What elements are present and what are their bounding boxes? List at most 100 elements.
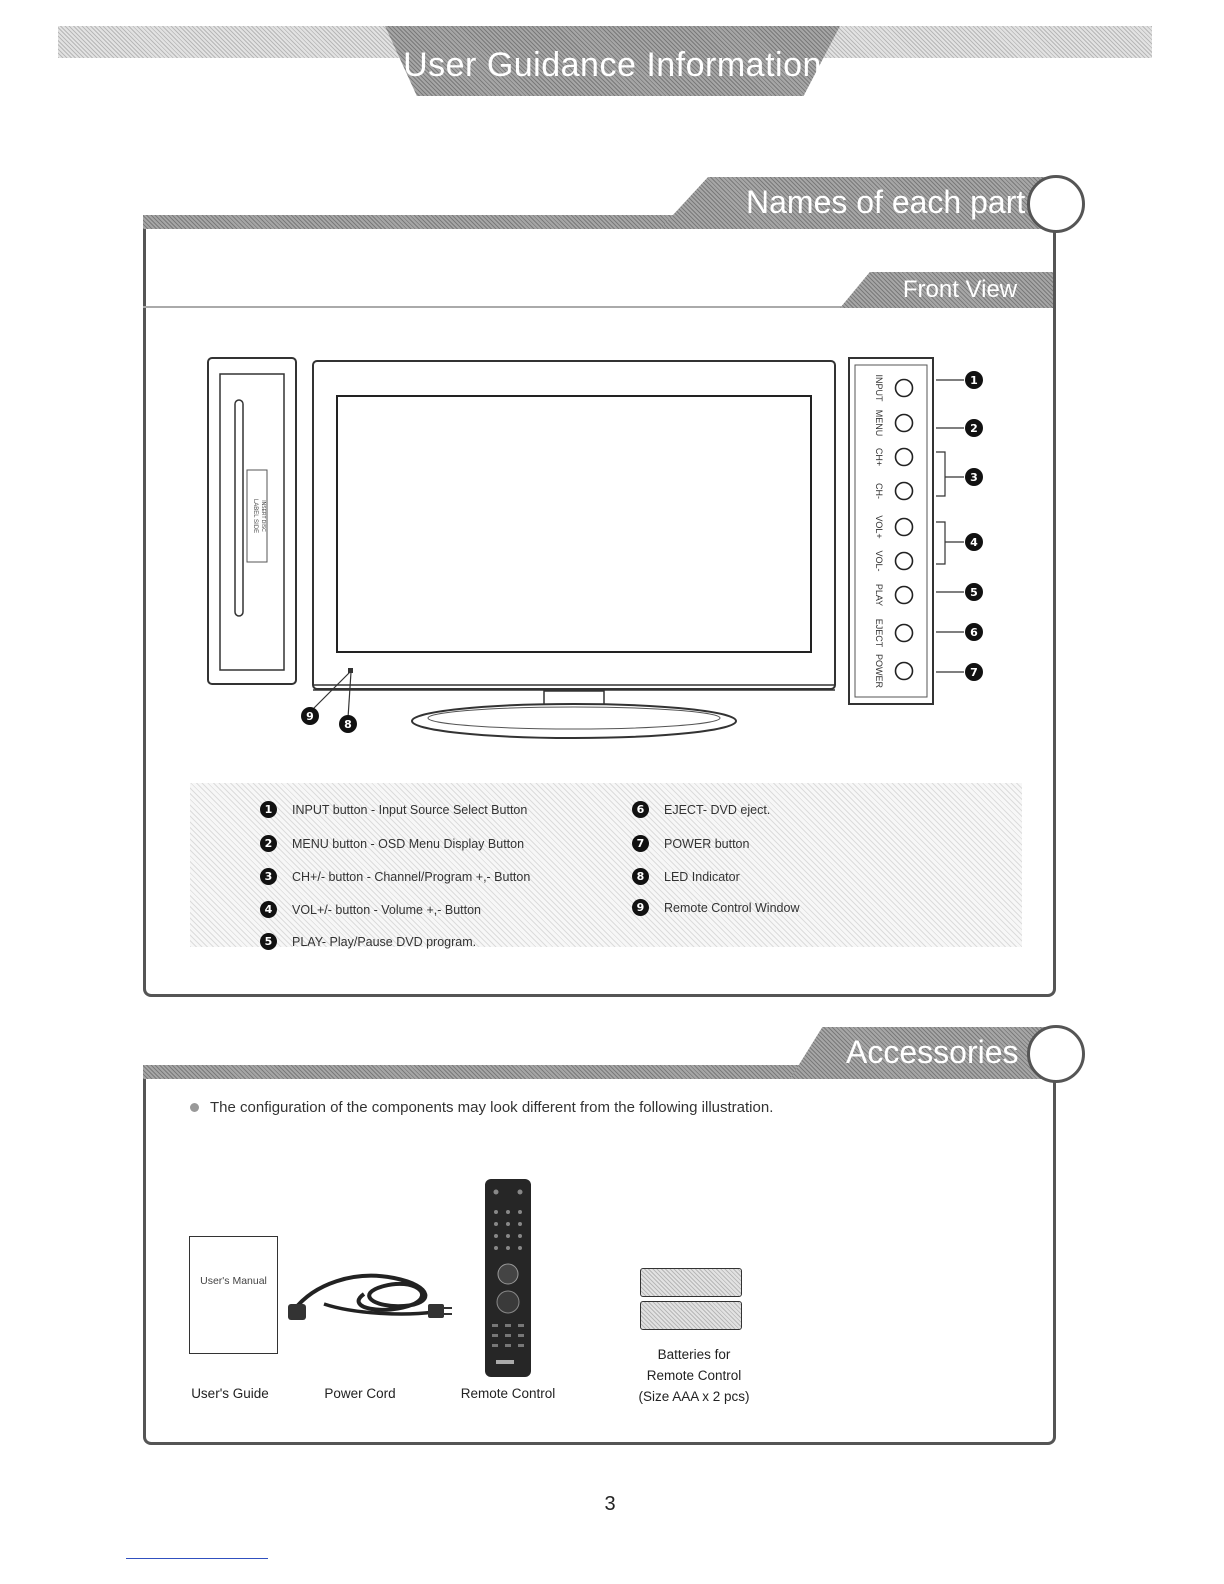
- callout-number: 1: [970, 374, 978, 387]
- panel-button-2: [894, 447, 914, 467]
- callout-number: 5: [970, 586, 978, 599]
- accessory-label-remote-control: Remote Control: [460, 1386, 556, 1401]
- accessories-section-tab: [790, 1027, 1060, 1079]
- panel-button-label-eject: EJECT: [874, 619, 884, 648]
- callout-badge-4: [965, 533, 983, 551]
- panel-button-label-chminus: CH-: [874, 483, 884, 499]
- accessory-label-users-guide: User's Guide: [191, 1386, 269, 1401]
- callout-number: 7: [970, 666, 978, 679]
- panel-button-0: [894, 378, 914, 398]
- callout-badge-1: [965, 371, 983, 389]
- remote-control-icon: [485, 1179, 531, 1377]
- manual-cover-text: User's Manual: [200, 1275, 267, 1287]
- panel-button-label-menu: MENU: [874, 410, 884, 437]
- button-panel: INPUT MENU CH+ CH- VOL+ VOL- PLAY EJECT POWER: [848, 357, 946, 705]
- note-text: The configuration of the components may …: [210, 1099, 774, 1116]
- title-tab: [385, 26, 840, 96]
- number-badge: 6: [632, 801, 649, 818]
- battery-icon: [640, 1301, 742, 1330]
- front-view-rule: [143, 306, 1053, 308]
- callout-number: 3: [970, 471, 978, 484]
- panel-button-label-power: POWER: [874, 654, 884, 689]
- panel-button-3: [894, 481, 914, 501]
- callout-number: 9: [306, 710, 314, 723]
- accessory-label-batteries: Batteries for Remote Control (Size AAA x…: [614, 1344, 774, 1407]
- bullet-icon: [190, 1103, 199, 1112]
- front-view-tab: [840, 272, 1053, 308]
- manual-icon: User's Manual: [189, 1236, 278, 1354]
- number-badge: 3: [260, 868, 277, 885]
- legend-item-6: 6 EJECT- DVD eject.: [632, 801, 770, 818]
- front-view-label: Front View: [902, 276, 1018, 303]
- callout-badge-7: [965, 663, 983, 681]
- legend-text: CH+/- button - Channel/Program +,- Butto…: [292, 869, 531, 884]
- legend-item-9: 9 Remote Control Window: [632, 899, 799, 916]
- panel-button-1: [894, 413, 914, 433]
- panel-button-label-volminus: VOL-: [874, 550, 884, 571]
- number-badge: 4: [260, 901, 277, 918]
- panel-button-5: [894, 551, 914, 571]
- callout-badge-8: [339, 715, 357, 733]
- tv-stand: [411, 690, 737, 739]
- side-label-line-2: INSERT DISC: [260, 500, 266, 532]
- side-label-line-1: LABEL SIDE: [252, 499, 258, 533]
- accessories-note: The configuration of the components may …: [190, 1099, 773, 1116]
- legend-text: VOL+/- button - Volume +,- Button: [292, 902, 481, 917]
- legend-item-2: 2 MENU button - OSD Menu Display Button: [260, 835, 524, 852]
- callout-badge-6: [965, 623, 983, 641]
- section-circle-icon: [1027, 1025, 1085, 1083]
- page-title: User Guidance Information: [403, 46, 822, 84]
- number-badge: 7: [632, 835, 649, 852]
- callout-badge-5: [965, 583, 983, 601]
- batteries-line-1: Batteries for: [657, 1347, 731, 1362]
- number-badge: 1: [260, 801, 277, 818]
- panel-button-8: [894, 661, 914, 681]
- page-number: 3: [604, 1493, 616, 1515]
- legend-text: POWER button: [664, 836, 750, 851]
- panel-button-4: [894, 517, 914, 537]
- legend-text: MENU button - OSD Menu Display Button: [292, 836, 525, 851]
- panel-button-label-volplus: VOL+: [874, 515, 884, 538]
- section-circle-icon: [1027, 175, 1085, 233]
- legend-background: [190, 783, 1022, 947]
- legend-text: EJECT- DVD eject.: [664, 802, 771, 817]
- legend-text: PLAY- Play/Pause DVD program.: [292, 934, 477, 949]
- panel-button-7: [894, 623, 914, 643]
- callout-badge-9: [301, 707, 319, 725]
- callout-number: 8: [344, 718, 352, 731]
- accessories-section-box: [143, 1078, 1056, 1445]
- legend-text: INPUT button - Input Source Select Butto…: [292, 802, 528, 817]
- panel-button-label-chplus: CH+: [874, 448, 884, 466]
- number-badge: 2: [260, 835, 277, 852]
- number-badge: 8: [632, 868, 649, 885]
- legend-item-3: 3 CH+/- button - Channel/Program +,- Butt…: [260, 868, 530, 885]
- dvd-side-panel: LABEL SIDE INSERT DISC: [207, 357, 297, 685]
- panel-button-label-play: PLAY: [874, 584, 884, 606]
- names-section-box: [143, 228, 1056, 997]
- battery-icon: [640, 1268, 742, 1297]
- legend-item-7: 7 POWER button: [632, 835, 749, 852]
- led-indicator: [348, 668, 353, 673]
- legend-text: Remote Control Window: [664, 900, 800, 915]
- callout-number: 2: [970, 422, 978, 435]
- accessory-label-power-cord: Power Cord: [324, 1386, 396, 1401]
- callout-number: 6: [970, 626, 978, 639]
- names-section-tab: [660, 177, 1060, 229]
- callout-number: 4: [970, 536, 978, 549]
- callout-badge-2: [965, 419, 983, 437]
- number-badge: 9: [632, 899, 649, 916]
- callout-badge-3: [965, 468, 983, 486]
- panel-button-6: [894, 585, 914, 605]
- accessories-section-title: Accessories: [846, 1034, 1019, 1070]
- panel-button-label-input: INPUT: [874, 375, 884, 403]
- power-cord-icon: [288, 1273, 452, 1320]
- legend-item-8: 8 LED Indicator: [632, 868, 740, 885]
- legend-text: LED Indicator: [664, 869, 740, 884]
- batteries-line-3: (Size AAA x 2 pcs): [638, 1389, 750, 1404]
- tv-body: [312, 360, 836, 691]
- legend-item-4: 4 VOL+/- button - Volume +,- Button: [260, 901, 481, 918]
- tv-front-illustration: LABEL SIDE INSERT DISC INPUT MENU CH+ CH- VO…: [207, 357, 983, 739]
- legend-item-1: 1 INPUT button - Input Source Select Butt…: [260, 801, 527, 818]
- footer-rule: [126, 1558, 268, 1559]
